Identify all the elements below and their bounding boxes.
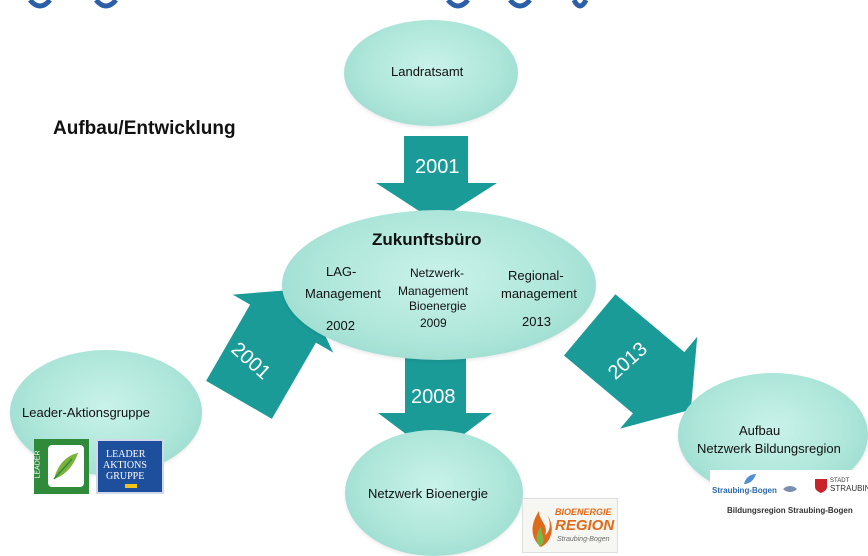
straubing-caption: Bildungsregion Straubing-Bogen bbox=[727, 506, 853, 515]
straubing-right-line1: STADT bbox=[830, 478, 850, 484]
label-lag-year: 2002 bbox=[326, 318, 355, 333]
label-landratsamt: Landratsamt bbox=[391, 64, 464, 79]
bioenergie-logo: BIOENERGIE REGION Straubing-Bogen bbox=[522, 498, 618, 553]
bioenergie-logo-line1: BIOENERGIE bbox=[555, 507, 612, 517]
node-bioenergie bbox=[345, 430, 523, 556]
arrow-top bbox=[376, 136, 497, 222]
straubing-left-text: Straubing-Bogen bbox=[712, 486, 777, 495]
leaf-icon bbox=[53, 453, 78, 480]
cropped-title-strip bbox=[28, 0, 589, 9]
leader-logo-stripe bbox=[125, 484, 137, 488]
label-regional-year: 2013 bbox=[522, 314, 551, 329]
label-lag-1: LAG- bbox=[326, 264, 357, 279]
node-landratsamt bbox=[344, 20, 518, 126]
arrow-center-label: 2008 bbox=[411, 386, 456, 408]
label-netzwerk-1: Netzwerk- bbox=[410, 266, 465, 280]
leader-logo-line1: LEADER bbox=[106, 449, 146, 460]
arrow-center bbox=[378, 354, 492, 456]
bioenergie-logo-line3: Straubing-Bogen bbox=[557, 536, 610, 543]
label-zukunftsbuero: Zukunftsbüro bbox=[372, 230, 482, 249]
swoosh-icon bbox=[783, 486, 797, 492]
leader-logo-line2: AKTIONS bbox=[103, 460, 147, 471]
arrow-right bbox=[563, 294, 698, 429]
label-netzwerk-2: Management bbox=[398, 284, 469, 298]
heading-aufbau: Aufbau/Entwicklung bbox=[53, 118, 236, 139]
label-regional-2: management bbox=[501, 286, 577, 301]
bildungsregion-logo: Straubing-Bogen STADT STRAUBIN Bildungsr… bbox=[710, 470, 868, 522]
leaf-small-icon bbox=[744, 474, 756, 484]
label-regional-1: Regional- bbox=[508, 268, 564, 283]
label-bildung-2: Netzwerk Bildungsregion bbox=[697, 441, 841, 456]
leader-leaf-box bbox=[48, 445, 84, 487]
city-crest-icon bbox=[815, 479, 827, 493]
node-zukunftsbuero bbox=[282, 210, 596, 360]
arrow-top-label: 2001 bbox=[415, 156, 460, 178]
label-netzwerk-3: Bioenergie bbox=[409, 299, 467, 313]
label-bildung-1: Aufbau bbox=[739, 423, 781, 438]
leader-logo-line3: GRUPPE bbox=[106, 471, 145, 482]
label-lag-2: Management bbox=[305, 286, 381, 301]
leader-logo-side-text: LEADER bbox=[34, 450, 42, 479]
label-bioenergie: Netzwerk Bioenergie bbox=[368, 486, 488, 501]
straubing-right-line2: STRAUBIN bbox=[830, 484, 868, 493]
label-netzwerk-year: 2009 bbox=[420, 316, 447, 330]
bioenergie-logo-line2: REGION bbox=[555, 517, 615, 534]
leader-logo-green: LEADER bbox=[34, 439, 89, 494]
leader-logo-blue: LEADER AKTIONS GRUPPE bbox=[96, 439, 164, 494]
label-leader: Leader-Aktionsgruppe bbox=[22, 405, 150, 420]
flame-icon bbox=[532, 511, 552, 547]
